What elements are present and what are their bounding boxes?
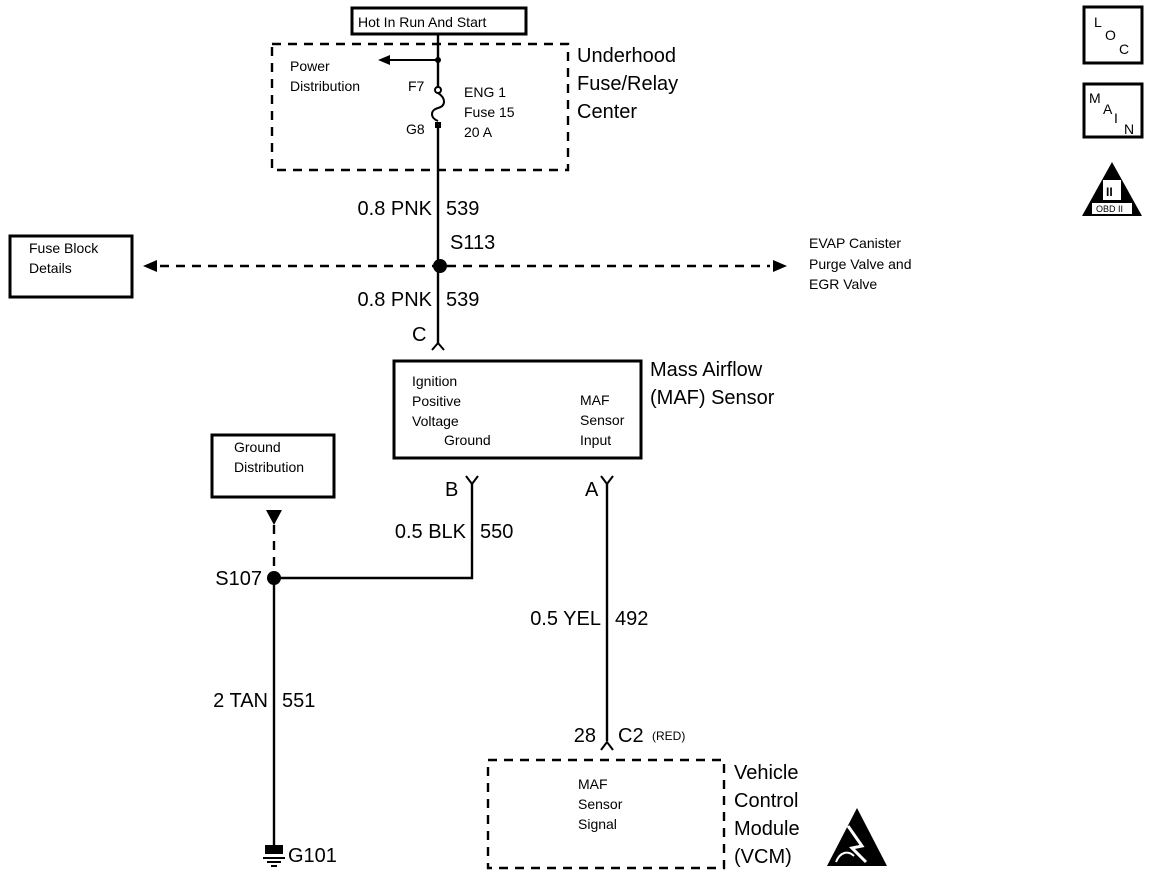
fuse-symbol bbox=[431, 34, 445, 128]
fuse-block-line2: Details bbox=[29, 260, 72, 276]
vcm-signal-line1: MAF bbox=[578, 776, 608, 792]
vcm-title-line3: Module bbox=[734, 818, 800, 840]
splice-s113 bbox=[433, 259, 447, 273]
main-icon: M A I N bbox=[1082, 82, 1144, 139]
fuse-center-title-line1: Underhood bbox=[577, 45, 676, 67]
vcm-box bbox=[486, 758, 726, 870]
svg-text:II: II bbox=[1106, 185, 1113, 199]
vcm-title-line1: Vehicle bbox=[734, 762, 799, 784]
maf-title-line2: (MAF) Sensor bbox=[650, 387, 775, 409]
svg-text:M: M bbox=[1089, 90, 1101, 106]
maf-ign-line1: Ignition bbox=[412, 373, 457, 389]
esd-warning-icon bbox=[827, 808, 887, 866]
fuse-name-line2: Fuse 15 bbox=[464, 104, 515, 120]
fuse-center-title-line2: Fuse/Relay bbox=[577, 73, 678, 95]
ground-dist-line1: Ground bbox=[234, 439, 281, 455]
vcm-signal-line3: Signal bbox=[578, 816, 617, 832]
obd-ii-icon: II OBD II bbox=[1082, 162, 1142, 216]
fuse-center-title-line3: Center bbox=[577, 101, 637, 123]
connector-c-symbol bbox=[431, 341, 445, 351]
maf-ground-label: Ground bbox=[444, 432, 491, 448]
vcm-signal-line2: Sensor bbox=[578, 796, 623, 812]
vcm-title-line4: (VCM) bbox=[734, 846, 792, 868]
fuse-pin-g8: G8 bbox=[406, 121, 425, 137]
svg-text:I: I bbox=[1114, 110, 1118, 126]
power-distribution-line2: Distribution bbox=[290, 78, 360, 94]
fuse-block-arrow-head bbox=[143, 260, 157, 272]
maf-title-line1: Mass Airflow bbox=[650, 359, 763, 381]
pnk-upper-circuit: 539 bbox=[446, 198, 479, 220]
connector-b-symbol bbox=[465, 475, 479, 486]
tan-gauge: 2 TAN bbox=[213, 690, 268, 712]
tan-circuit: 551 bbox=[282, 690, 315, 712]
ground-dist-line2: Distribution bbox=[234, 459, 304, 475]
maf-pin-c-label: C bbox=[412, 324, 426, 346]
maf-pin-a-label: A bbox=[585, 479, 599, 501]
pnk-upper-gauge: 0.8 PNK bbox=[358, 198, 433, 220]
yel-gauge: 0.5 YEL bbox=[530, 608, 601, 630]
hot-in-run-start-label: Hot In Run And Start bbox=[358, 14, 487, 30]
svg-text:OBD II: OBD II bbox=[1096, 204, 1123, 214]
fuse-pin-f7: F7 bbox=[408, 78, 425, 94]
svg-text:O: O bbox=[1105, 27, 1116, 43]
power-distribution-line1: Power bbox=[290, 58, 330, 74]
loc-icon: L O C bbox=[1082, 5, 1144, 65]
fuse-name-line1: ENG 1 bbox=[464, 84, 506, 100]
svg-text:N: N bbox=[1124, 121, 1134, 137]
power-distribution-arrow bbox=[378, 55, 438, 65]
maf-ign-line2: Positive bbox=[412, 393, 461, 409]
vcm-title-line2: Control bbox=[734, 790, 798, 812]
vcm-connector-color: (RED) bbox=[652, 729, 685, 743]
maf-input-line1: MAF bbox=[580, 392, 610, 408]
blk-circuit: 550 bbox=[480, 521, 513, 543]
evap-arrow-head bbox=[773, 260, 787, 272]
evap-line2: Purge Valve and bbox=[809, 256, 911, 272]
svg-text:C: C bbox=[1119, 41, 1129, 57]
svg-text:L: L bbox=[1094, 14, 1102, 30]
vcm-connector-label: C2 bbox=[618, 725, 644, 747]
svg-text:A: A bbox=[1103, 101, 1113, 117]
fuse-block-details-box bbox=[8, 234, 134, 299]
pnk-lower-circuit: 539 bbox=[446, 289, 479, 311]
maf-ign-line3: Voltage bbox=[412, 413, 459, 429]
ground-symbol-icon bbox=[263, 845, 285, 867]
splice-s113-label: S113 bbox=[450, 232, 495, 254]
connector-a-symbol bbox=[600, 475, 614, 486]
maf-input-line2: Sensor bbox=[580, 412, 625, 428]
evap-line1: EVAP Canister bbox=[809, 235, 901, 251]
yel-circuit: 492 bbox=[615, 608, 648, 630]
ground-distribution-arrow bbox=[266, 510, 282, 525]
fuse-block-line1: Fuse Block bbox=[29, 240, 99, 256]
connector-c2-symbol bbox=[600, 740, 614, 751]
pnk-lower-gauge: 0.8 PNK bbox=[358, 289, 433, 311]
evap-line3: EGR Valve bbox=[809, 276, 877, 292]
splice-s107-label: S107 bbox=[215, 568, 262, 590]
maf-pin-b-label: B bbox=[445, 479, 458, 501]
fuse-center-box bbox=[270, 42, 570, 172]
ground-g101-label: G101 bbox=[288, 845, 337, 867]
ground-distribution-box bbox=[210, 433, 336, 499]
fuse-name-line3: 20 A bbox=[464, 124, 493, 140]
blk-gauge: 0.5 BLK bbox=[395, 521, 467, 543]
vcm-pin-number: 28 bbox=[574, 725, 596, 747]
maf-sensor-box bbox=[392, 359, 643, 460]
blk-wire bbox=[274, 484, 474, 580]
maf-input-line3: Input bbox=[580, 432, 611, 448]
